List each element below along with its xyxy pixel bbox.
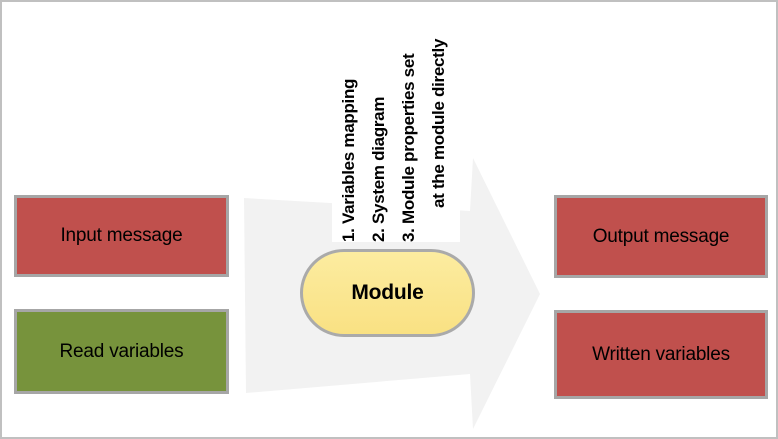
arrow-note-line-2: 2. System diagram [369,96,388,242]
written-variables-label: Written variables [592,343,730,365]
arrow-note-line-1: 1. Variables mapping [339,78,358,242]
read-variables-label: Read variables [59,340,184,362]
written-variables-box: Written variables [554,310,768,399]
input-message-label: Input message [60,225,183,246]
output-message-box: Output message [554,195,768,278]
module-label: Module [351,281,424,304]
output-message-label: Output message [592,225,730,247]
input-message-box: Input message [14,195,229,277]
module-shape: Module [300,249,475,337]
read-variables-box: Read variables [14,309,229,394]
arrow-notes: 1. Variables mapping 2. System diagram 3… [332,8,460,242]
arrow-note-line-3: 3. Module properties set [399,53,418,242]
arrow-note-line-4: at the module directly [429,38,448,208]
